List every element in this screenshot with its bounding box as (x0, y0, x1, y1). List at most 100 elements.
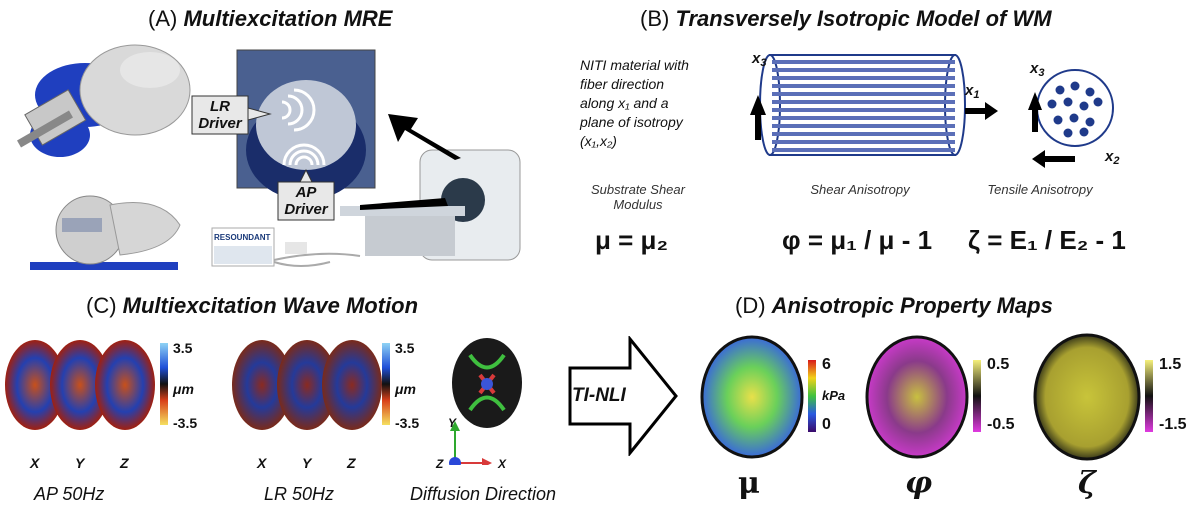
property-maps (700, 333, 1153, 461)
ap-axis-y: Y (75, 455, 85, 471)
x2-arrow-icon (1032, 150, 1045, 168)
panel-c-title-text: Multiexcitation Wave Motion (122, 293, 419, 318)
lr-wave-brains (232, 340, 382, 430)
panel-d-title-text: Anisotropic Property Maps (771, 293, 1053, 318)
fiber-cross-section (1036, 69, 1114, 147)
ti-nli-arrow (568, 336, 678, 456)
axis-x2-letter: x (1105, 148, 1114, 165)
caption-ap-50hz: AP 50Hz (34, 484, 105, 504)
caption-shear-anisotropy: Shear Anisotropy (810, 182, 910, 197)
fiber-dot (1085, 87, 1095, 97)
diff-axis-z: Z (436, 457, 444, 471)
symbol-phi: φ (905, 466, 933, 501)
ti-nli-label: TI-NLI (572, 385, 626, 406)
mu-map (700, 335, 804, 459)
axis-x1-letter: x (965, 82, 974, 99)
fiber-stripe (772, 60, 955, 64)
caption-tensile-anisotropy: Tensile Anisotropy (987, 182, 1093, 197)
caption-lr-50hz: LR 50Hz (264, 484, 335, 504)
fiber-stripe (772, 100, 955, 104)
phi-map (865, 335, 969, 459)
ti-model-illustration (750, 54, 1114, 168)
axis-x3-left: x3 (752, 50, 766, 69)
x3-arrow-icon (750, 95, 766, 115)
axis-x1-sub: 1 (973, 89, 980, 101)
material-description: NITI material with fiber direction along… (580, 57, 689, 149)
zeta-colorbar (1145, 360, 1153, 432)
phi-colorbar (973, 360, 981, 432)
colorbar2-unit: μm (395, 381, 416, 397)
axis-x2: x2 (1105, 148, 1119, 167)
fiber-stripe (772, 108, 955, 112)
colorbar1-bottom: -3.5 (173, 415, 198, 431)
panel-a-label: (A) (148, 6, 178, 31)
phi-colorbar-top: 0.5 (987, 356, 1010, 373)
lr-axis-y: Y (302, 455, 312, 471)
wave-colorbar (160, 343, 168, 425)
fiber-dot (1070, 81, 1080, 91)
colorbar1-unit: μm (173, 381, 194, 397)
axis-x3-left-sub: 3 (760, 57, 767, 69)
wave-colorbar-2 (382, 343, 390, 425)
ap-driver-label: AP Driver (284, 184, 328, 218)
head-side-illustration (30, 195, 181, 270)
ap-axis-z: Z (120, 455, 129, 471)
fiber-stripe (772, 76, 955, 80)
axis-x2-sub: 2 (1113, 155, 1120, 167)
caption-substrate-shear-modulus: Substrate Shear Modulus (591, 182, 685, 212)
panel-a-illustration (17, 44, 521, 270)
formula-phi: φ = μ₁ / μ - 1 (782, 225, 933, 255)
fiber-dot (1053, 115, 1063, 125)
fiber-dot (1055, 85, 1065, 95)
fiber-stripe (772, 68, 955, 72)
mu-colorbar-bottom: 0 (822, 416, 831, 433)
axis-x3-right: x3 (1030, 60, 1044, 79)
fiber-stripe (772, 116, 955, 120)
fiber-dot (1069, 113, 1079, 123)
caption-diffusion-direction: Diffusion Direction (410, 484, 557, 504)
mu-colorbar (808, 360, 816, 432)
panel-c-title: (C) Multiexcitation Wave Motion (86, 293, 418, 319)
diff-axis-y: Y (448, 416, 457, 430)
z-axis-dot (449, 457, 461, 465)
fiber-dot (1093, 97, 1103, 107)
colorbar1-top: 3.5 (173, 340, 193, 356)
ap-axis-x: X (30, 455, 40, 471)
panel-d-title: (D) Anisotropic Property Maps (735, 293, 1053, 319)
wave-motion-images (5, 338, 522, 465)
panel-a-title-text: Multiexcitation MRE (183, 6, 393, 31)
colorbar2-bottom: -3.5 (395, 415, 420, 431)
fiber-stripe (772, 140, 955, 144)
fiber-dot (1047, 99, 1057, 109)
axis-x1: x1 (965, 82, 979, 101)
lr-driver-label: LR Driver (198, 98, 242, 132)
panel-a-title: (A) Multiexcitation MRE (148, 6, 392, 32)
fiber-dot (1063, 97, 1073, 107)
ap-driver-box (277, 181, 335, 221)
phi-colorbar-bottom: -0.5 (987, 416, 1015, 433)
arrow-icon (388, 114, 461, 160)
mri-scanner-illustration (340, 149, 521, 261)
zeta-map (1033, 333, 1141, 461)
fiber-stripe (772, 124, 955, 128)
panel-d-label: (D) (735, 293, 766, 318)
resoundant-logo: RESOUNDANT (214, 233, 271, 242)
fiber-dot (1079, 127, 1089, 137)
symbol-mu: μ (738, 466, 760, 501)
mu-colorbar-unit: kPa (822, 388, 846, 403)
fiber-dot (1079, 101, 1089, 111)
diff-axis-x: X (498, 457, 507, 471)
panel-b-title: (B) Transversely Isotropic Model of WM (640, 6, 1052, 32)
fiber-stripe (772, 92, 955, 96)
panel-b-label: (B) (640, 6, 670, 31)
formula-mu: μ = μ₂ (595, 225, 668, 255)
panel-b-title-text: Transversely Isotropic Model of WM (675, 6, 1052, 31)
x1-arrow-icon (985, 102, 998, 120)
colorbar2-top: 3.5 (395, 340, 415, 356)
fiber-stripe (772, 132, 955, 136)
diffusion-brain (452, 338, 522, 428)
panel-c-label: (C) (86, 293, 117, 318)
axis-x3-right-sub: 3 (1038, 67, 1045, 79)
mu-colorbar-top: 6 (822, 356, 831, 373)
head-with-drivers-illustration (17, 44, 191, 157)
